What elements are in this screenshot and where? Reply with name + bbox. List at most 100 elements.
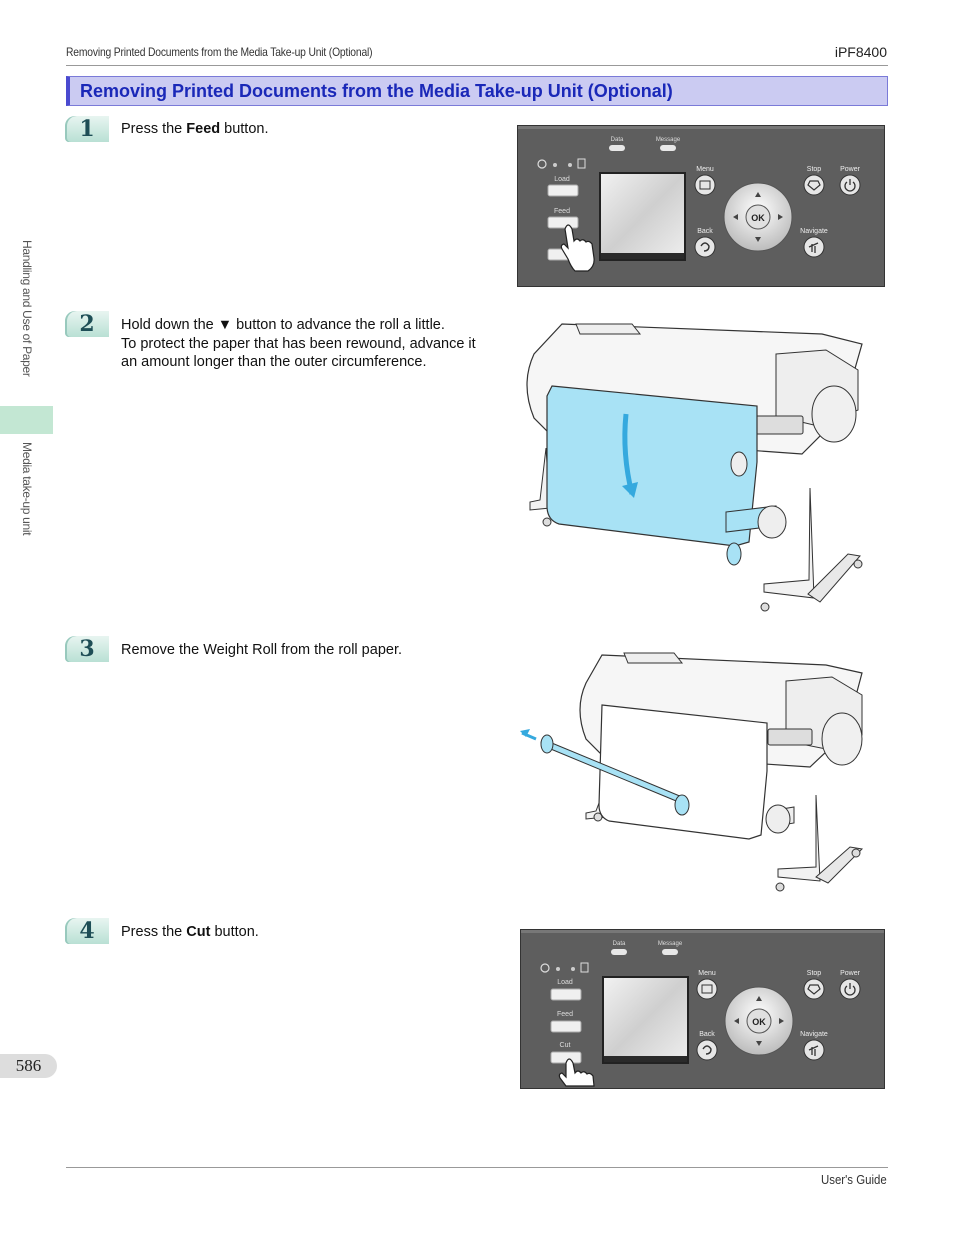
navigate-label: Navigate <box>800 228 828 235</box>
step-2-line-3: an amount longer than the outer circumfe… <box>121 354 427 370</box>
data-lamp <box>611 949 627 955</box>
printer-control-panel <box>752 415 804 435</box>
load-label: Load <box>557 979 573 986</box>
display-screen <box>602 976 689 1064</box>
roll-paper <box>598 704 768 840</box>
ok-button <box>745 204 771 230</box>
printer-leg-right <box>777 794 821 882</box>
footer-rule <box>66 1167 888 1168</box>
down-arrow-icon <box>622 482 638 498</box>
stop-label: Stop <box>807 166 822 173</box>
roll-holder-cover <box>821 712 863 766</box>
message-lamp <box>660 145 676 151</box>
ok-button <box>746 1008 772 1034</box>
menu-icon <box>699 180 711 190</box>
printer-advance-roll-figure <box>526 323 863 612</box>
step-2-line-2: To protect the paper that has been rewou… <box>121 335 476 352</box>
power-label: Power <box>840 970 861 977</box>
pointing-hand-icon <box>560 224 595 272</box>
power-icon <box>844 179 856 192</box>
side-tab-section[interactable]: Media take-up unit <box>0 436 53 566</box>
page-number: 586 <box>0 1054 57 1078</box>
back-arrow-icon <box>702 1045 712 1055</box>
pointing-hand-icon <box>558 1058 595 1087</box>
printer-leg-right <box>763 487 815 599</box>
left-arrow-icon <box>733 214 738 220</box>
menu-icon <box>701 984 713 994</box>
feed-label: Feed <box>554 208 570 215</box>
footer-guide-title: User's Guide <box>821 1172 887 1187</box>
header-rule <box>66 65 888 66</box>
roll-icon <box>540 963 550 973</box>
printer-control-panel <box>767 728 813 746</box>
take-up-holder <box>757 505 787 539</box>
menu-label: Menu <box>696 166 714 173</box>
menu-label: Menu <box>698 970 716 977</box>
navigate-label: Navigate <box>800 1031 828 1038</box>
back-button <box>696 1039 718 1061</box>
roll-icon <box>537 159 547 169</box>
navigate-button <box>803 236 825 258</box>
section-title-bar: Removing Printed Documents from the Medi… <box>66 76 888 106</box>
section-title: Removing Printed Documents from the Medi… <box>80 81 673 101</box>
feed-button <box>550 1020 582 1033</box>
load-button <box>547 184 579 197</box>
step-3-number: 3 <box>65 636 111 662</box>
sheet-icon <box>577 158 586 169</box>
side-tab-chapter[interactable]: Handling and Use of Paper <box>0 232 53 408</box>
cut-button <box>550 1051 582 1064</box>
roll-holder-cover <box>811 385 857 443</box>
ok-label: OK <box>751 213 765 223</box>
running-header-section: Removing Printed Documents from the Medi… <box>66 45 373 59</box>
load-button <box>550 988 582 1001</box>
navigate-icon <box>808 242 819 253</box>
back-arrow-icon <box>700 242 710 252</box>
navigate-icon <box>808 1045 819 1056</box>
stop-label: Stop <box>807 970 822 977</box>
message-label: Message <box>656 137 681 143</box>
stop-icon <box>807 180 821 191</box>
side-tab-chapter-label: Handling and Use of Paper <box>20 240 34 377</box>
stop-button <box>803 174 825 196</box>
step-4-text: Press the Cut button. <box>121 924 259 940</box>
menu-button <box>694 174 716 196</box>
message-lamp <box>662 949 678 955</box>
data-lamp <box>609 145 625 151</box>
up-arrow-icon <box>755 192 761 197</box>
control-panel-figure-feed: Data Message Load Feed Menu Back OK Stop… <box>517 125 885 287</box>
power-icon <box>844 983 856 996</box>
side-tab-section-label: Media take-up unit <box>20 442 34 536</box>
step-3-text: Remove the Weight Roll from the roll pap… <box>121 642 403 658</box>
side-tab-marker <box>0 406 53 434</box>
running-header-model: iPF8400 <box>834 44 887 60</box>
right-arrow-icon <box>778 214 783 220</box>
message-label: Message <box>658 941 683 947</box>
cut-label: Cut <box>560 1042 571 1049</box>
back-label: Back <box>697 228 713 235</box>
load-label: Load <box>554 176 570 183</box>
menu-button <box>696 978 718 1000</box>
feed-label: Feed <box>557 1011 573 1018</box>
step-2-line-1: Hold down the ▼ button to advance the ro… <box>121 317 445 333</box>
step-1-number: 1 <box>65 116 111 142</box>
feed-button <box>547 216 579 229</box>
weight-roll-end-left <box>540 734 554 754</box>
right-arrow-icon <box>779 1018 784 1024</box>
left-arrow-icon <box>520 729 530 737</box>
back-button <box>694 236 716 258</box>
step-1-text: Press the Feed button. <box>121 121 269 137</box>
down-arrow-icon <box>755 237 761 242</box>
weight-roll-end <box>726 542 742 566</box>
weight-roll <box>541 740 687 804</box>
weight-roll-end-right <box>674 794 690 816</box>
step-4-number: 4 <box>65 918 111 944</box>
display-screen <box>599 172 686 261</box>
stop-icon <box>807 984 821 995</box>
ok-label: OK <box>752 1017 766 1027</box>
printer-remove-weight-roll-figure <box>520 652 864 892</box>
step-2-text: Hold down the ▼ button to advance the ro… <box>121 316 511 372</box>
navigate-button <box>803 1039 825 1061</box>
take-up-holder <box>765 804 791 834</box>
stop-button <box>803 978 825 1000</box>
left-arrow-icon <box>734 1018 739 1024</box>
